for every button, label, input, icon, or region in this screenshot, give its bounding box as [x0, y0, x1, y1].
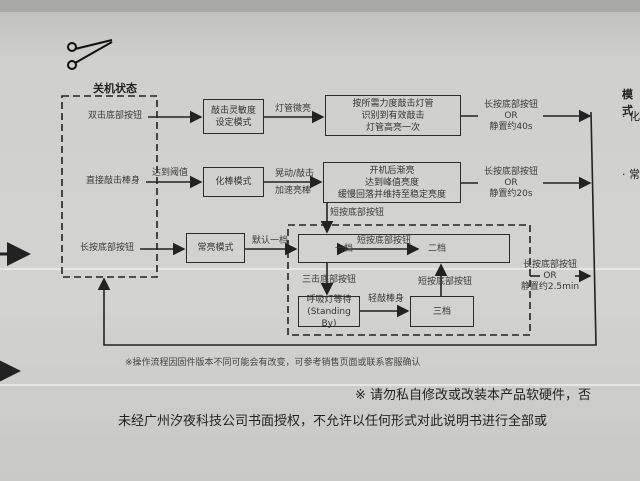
box-line: (Standing By) — [307, 306, 351, 329]
modification-warning: ※ 请勿私自修改或改装本产品软硬件，否 — [355, 388, 592, 403]
box-line: 按所需力度敲击灯管 — [352, 98, 434, 109]
box-line: 识别到有效敲击 — [361, 110, 425, 121]
box-line: 设定模式 — [215, 117, 252, 128]
edge-label: 三击底部按钮 — [302, 275, 357, 285]
right-item: · 常 — [622, 168, 640, 181]
edge-label: 灯管微亮 — [275, 104, 312, 114]
box-line: 敲击灵敏度 — [210, 105, 256, 116]
box-line: 三档 — [432, 306, 451, 317]
sensitivity-mode-box: 敲击灵敏度 设定模式 — [203, 99, 264, 134]
box-line: 化棒模式 — [215, 177, 252, 187]
scissors-icon — [67, 39, 113, 70]
level-1-2-box — [298, 234, 510, 263]
label-line: 静置约2.5min — [520, 282, 580, 292]
off-state-box — [61, 95, 158, 278]
box-line: 缓慢回落并维持至稳定亮度 — [337, 189, 446, 200]
level-1: 一档 — [335, 244, 354, 254]
edge-label: 短按底部按钮 — [418, 277, 473, 287]
on-state-box — [287, 224, 531, 336]
edge-label: 短按底部按钮 — [357, 236, 412, 246]
fold-crease — [0, 268, 640, 270]
label-line: OR — [504, 178, 518, 188]
trigger-double-click: 双击底部按钮 — [88, 111, 143, 121]
copyright-notice: 未经广州汐夜科技公司书面授权，不允许以任何形式对此说明书进行全部或 — [118, 414, 548, 429]
steady-mode-box: 常亮模式 — [186, 233, 245, 263]
edge-label: 短按底部按钮 — [330, 208, 385, 218]
label-line: 长按底部按钮 — [483, 100, 538, 110]
trigger-tap-stick: 直接敲击棒身 — [86, 176, 141, 186]
exit-label-40s: 长按底部按钮 OR 静置约40s — [480, 100, 542, 133]
paper-edge — [0, 0, 640, 12]
box-line: 灯管高亮一次 — [365, 122, 420, 133]
level-2: 二档 — [428, 244, 447, 254]
level-3-box: 三档 — [410, 296, 474, 327]
box-line: 达到峰值亮度 — [364, 177, 419, 188]
firmware-footnote: ※操作流程因固件版本不同可能会有改变，可参考销售页面或联系客服确认 — [125, 358, 421, 368]
edge-label: 加速亮棒 — [275, 186, 312, 196]
edge-label: 默认一档 — [252, 236, 289, 246]
label-line: 长按底部按钮 — [522, 260, 577, 270]
right-item: · 化 — [622, 110, 640, 123]
right-heading: 模式 — [622, 88, 633, 117]
edge-label: 轻敲棒身 — [368, 294, 405, 304]
standby-box: 呼吸灯等待 (Standing By) — [298, 294, 360, 329]
label-line: 长按底部按钮 — [483, 167, 538, 177]
box-line: 呼吸灯等待 — [306, 294, 352, 305]
fold-crease — [0, 384, 640, 386]
tap-calibration-box: 按所需力度敲击灯管 识别到有效敲击 灯管高亮一次 — [325, 95, 461, 136]
glowstick-mode-box: 化棒模式 — [203, 167, 264, 197]
edge-label: 达到阈值 — [152, 168, 189, 178]
exit-label-2.5min: 长按底部按钮 OR 静置约2.5min — [515, 260, 585, 293]
box-line: 常亮模式 — [197, 243, 234, 253]
label-line: OR — [504, 111, 518, 121]
label-line: OR — [543, 271, 557, 281]
off-state-title: 关机状态 — [93, 82, 137, 95]
edge-label: 晃动/敲击 — [275, 169, 315, 179]
exit-label-20s: 长按底部按钮 OR 静置约20s — [480, 167, 542, 200]
box-line: 开机后渐亮 — [369, 165, 415, 176]
label-line: 静置约20s — [489, 189, 533, 199]
trigger-long-press: 长按底部按钮 — [80, 243, 135, 253]
fade-in-box: 开机后渐亮 达到峰值亮度 缓慢回落并维持至稳定亮度 — [323, 162, 461, 203]
label-line: 静置约40s — [489, 122, 533, 132]
